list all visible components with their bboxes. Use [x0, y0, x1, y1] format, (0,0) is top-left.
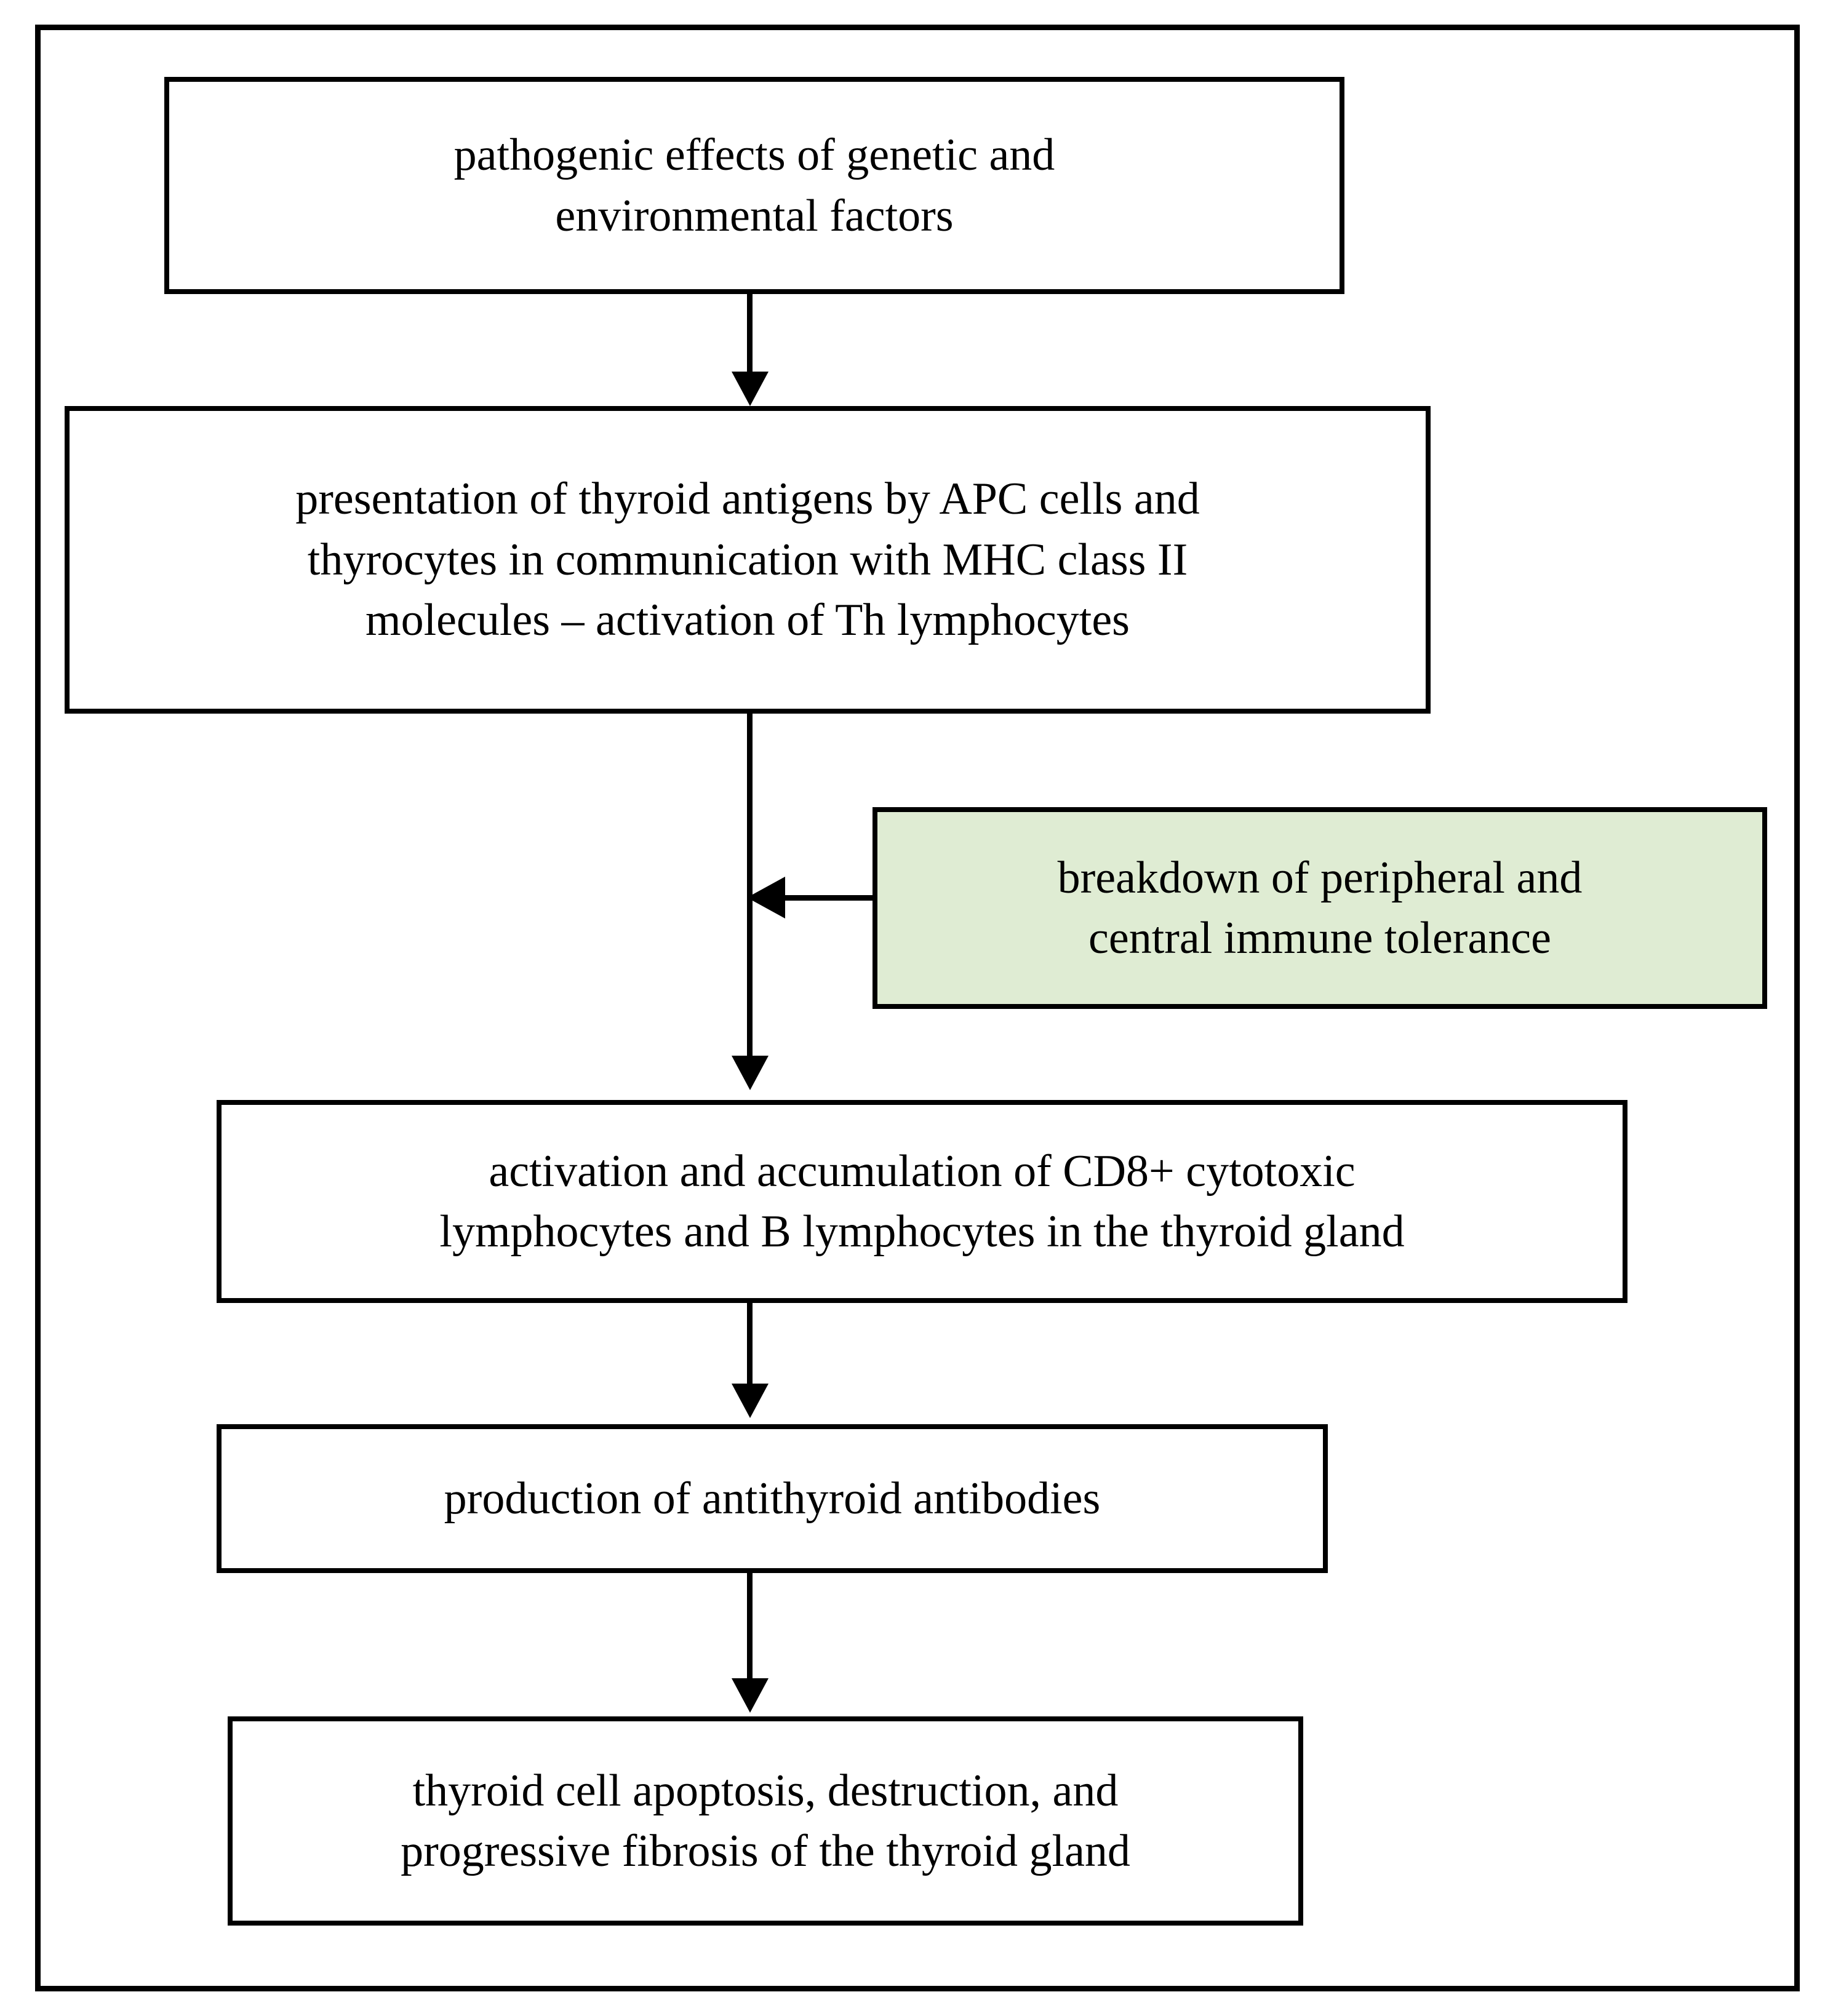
connector-line-3 [783, 895, 875, 901]
node-label: presentation of thyroid antigens by APC … [295, 474, 1200, 646]
node-label: breakdown of peripheral and central immu… [1057, 852, 1583, 963]
node-label: pathogenic effects of genetic and enviro… [453, 130, 1055, 241]
node-immune-tolerance-breakdown[interactable]: breakdown of peripheral and central immu… [873, 807, 1767, 1009]
node-genetic-environmental-factors[interactable]: pathogenic effects of genetic and enviro… [164, 77, 1344, 294]
node-apoptosis-fibrosis[interactable]: thyroid cell apoptosis, destruction, and… [228, 1716, 1303, 1926]
arrowhead-down-5 [732, 1678, 769, 1713]
node-lymphocyte-activation[interactable]: activation and accumulation of CD8+ cyto… [217, 1100, 1627, 1303]
node-label: activation and accumulation of CD8+ cyto… [439, 1145, 1405, 1257]
node-label: thyroid cell apoptosis, destruction, and… [401, 1765, 1130, 1876]
connector-line-1 [747, 294, 753, 374]
arrowhead-down-2 [732, 1056, 769, 1090]
node-antigen-presentation[interactable]: presentation of thyroid antigens by APC … [65, 406, 1431, 714]
node-antibody-production[interactable]: production of antithyroid antibodies [217, 1424, 1328, 1573]
arrowhead-down-4 [732, 1384, 769, 1418]
node-label: production of antithyroid antibodies [444, 1473, 1101, 1524]
arrowhead-down-1 [732, 372, 769, 406]
arrowhead-left-3 [747, 877, 785, 918]
connector-line-4 [747, 1303, 753, 1386]
connector-line-5 [747, 1573, 753, 1681]
